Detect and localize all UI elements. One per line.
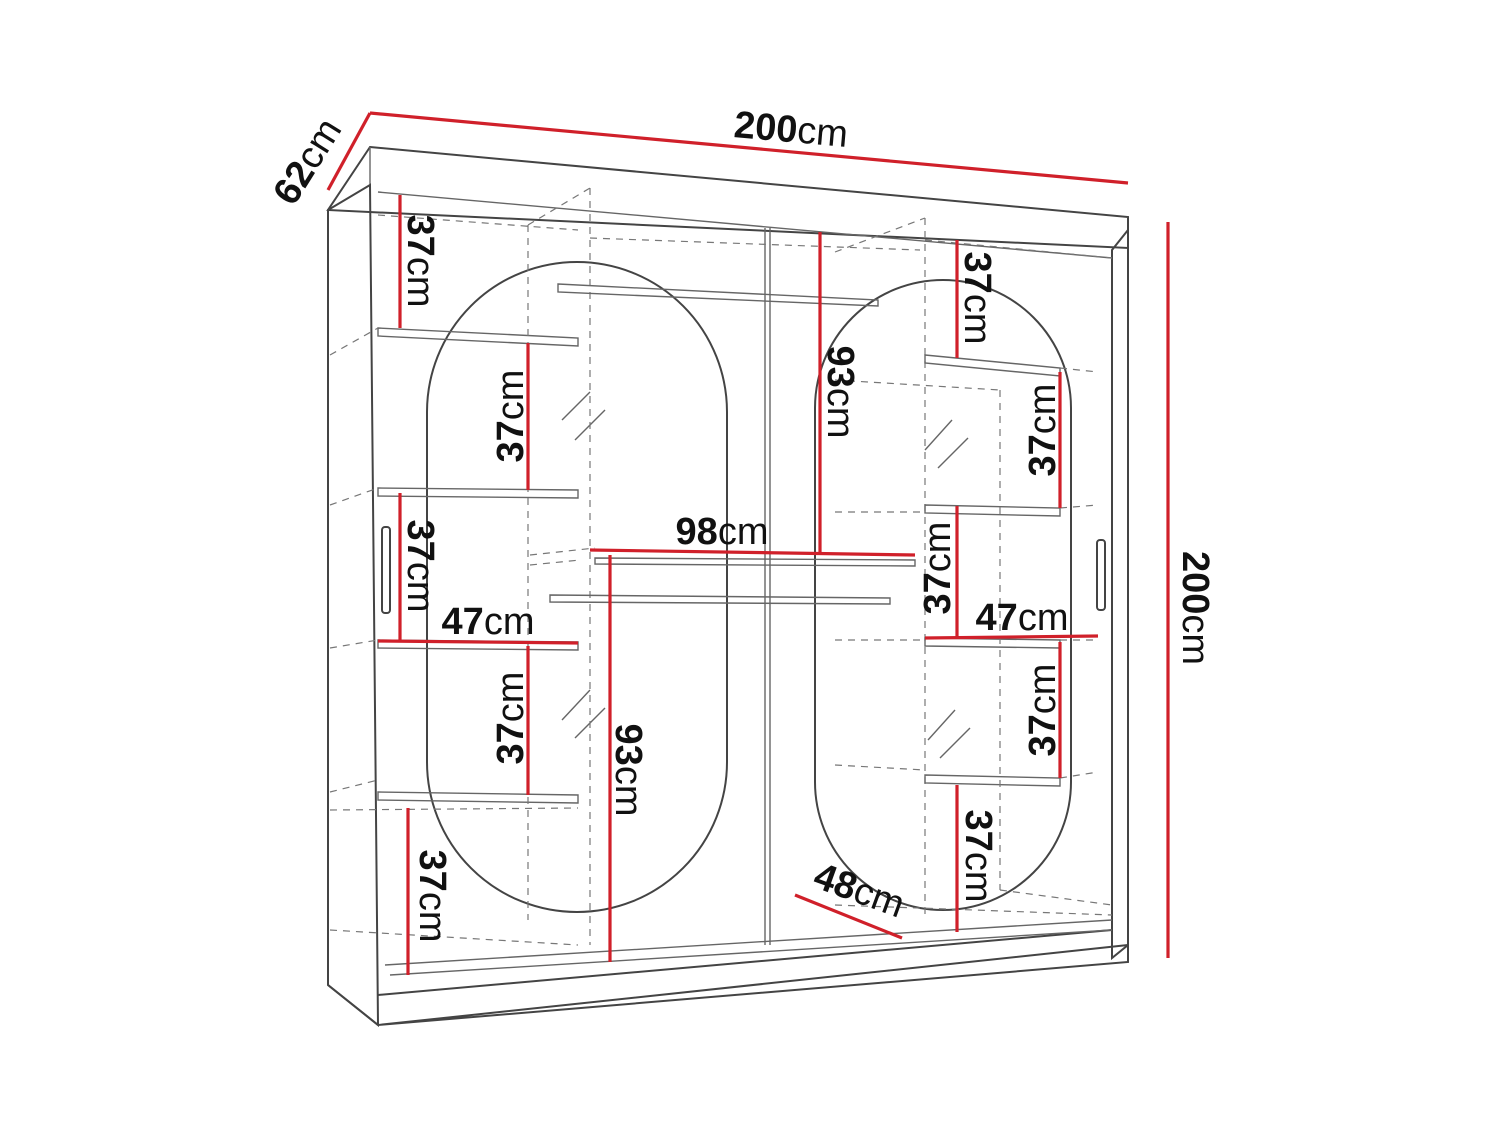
dimension-lines (326, 111, 1170, 975)
dim-line-left-width (377, 639, 579, 645)
right-side-panel (1111, 227, 1129, 961)
label-right-shelf-mid: 37cm (917, 522, 959, 615)
label-left-shelf-1: 37cm (399, 215, 441, 308)
dim-line-inner-depth (794, 893, 903, 940)
label-right-inner-shelf-2: 37cm (1022, 664, 1064, 757)
dim-line-depth (326, 112, 372, 191)
left-door-handle (381, 526, 391, 614)
label-left-shelf-2: 37cm (399, 520, 441, 613)
label-right-inner-shelf-1: 37cm (1022, 384, 1064, 477)
label-right-shelf-bottom: 37cm (957, 810, 999, 903)
label-hanging-upper: 93cm (819, 346, 861, 439)
label-right-shelf-top: 37cm (956, 252, 998, 345)
label-right-width: 47cm (976, 597, 1069, 639)
mirror-reflection-marks (561, 391, 971, 759)
dim-line-hanging-width (589, 548, 916, 557)
right-mirror (814, 279, 1072, 911)
left-mirror (426, 261, 728, 913)
mirrors (426, 261, 1072, 913)
top-panel (326, 145, 1129, 250)
label-left-width: 47cm (442, 601, 535, 643)
left-side-panel (327, 183, 380, 1028)
label-hanging-width: 98cm (676, 511, 769, 553)
right-door-handle (1096, 539, 1106, 611)
label-left-shelf-bottom: 37cm (411, 850, 453, 943)
label-inner-depth: 48cm (808, 855, 910, 926)
label-left-inner-shelf-1: 37cm (490, 370, 532, 463)
dim-line-top-width (369, 111, 1129, 185)
label-hanging-lower: 93cm (607, 724, 649, 817)
dim-line-right-width (924, 634, 1099, 640)
bottom-plinth (377, 943, 1129, 1026)
label-left-inner-shelf-2: 37cm (490, 672, 532, 765)
wardrobe-outline (326, 145, 1129, 1028)
label-right-height: 200cm (1174, 551, 1216, 665)
label-top-width: 200cm (732, 104, 849, 156)
